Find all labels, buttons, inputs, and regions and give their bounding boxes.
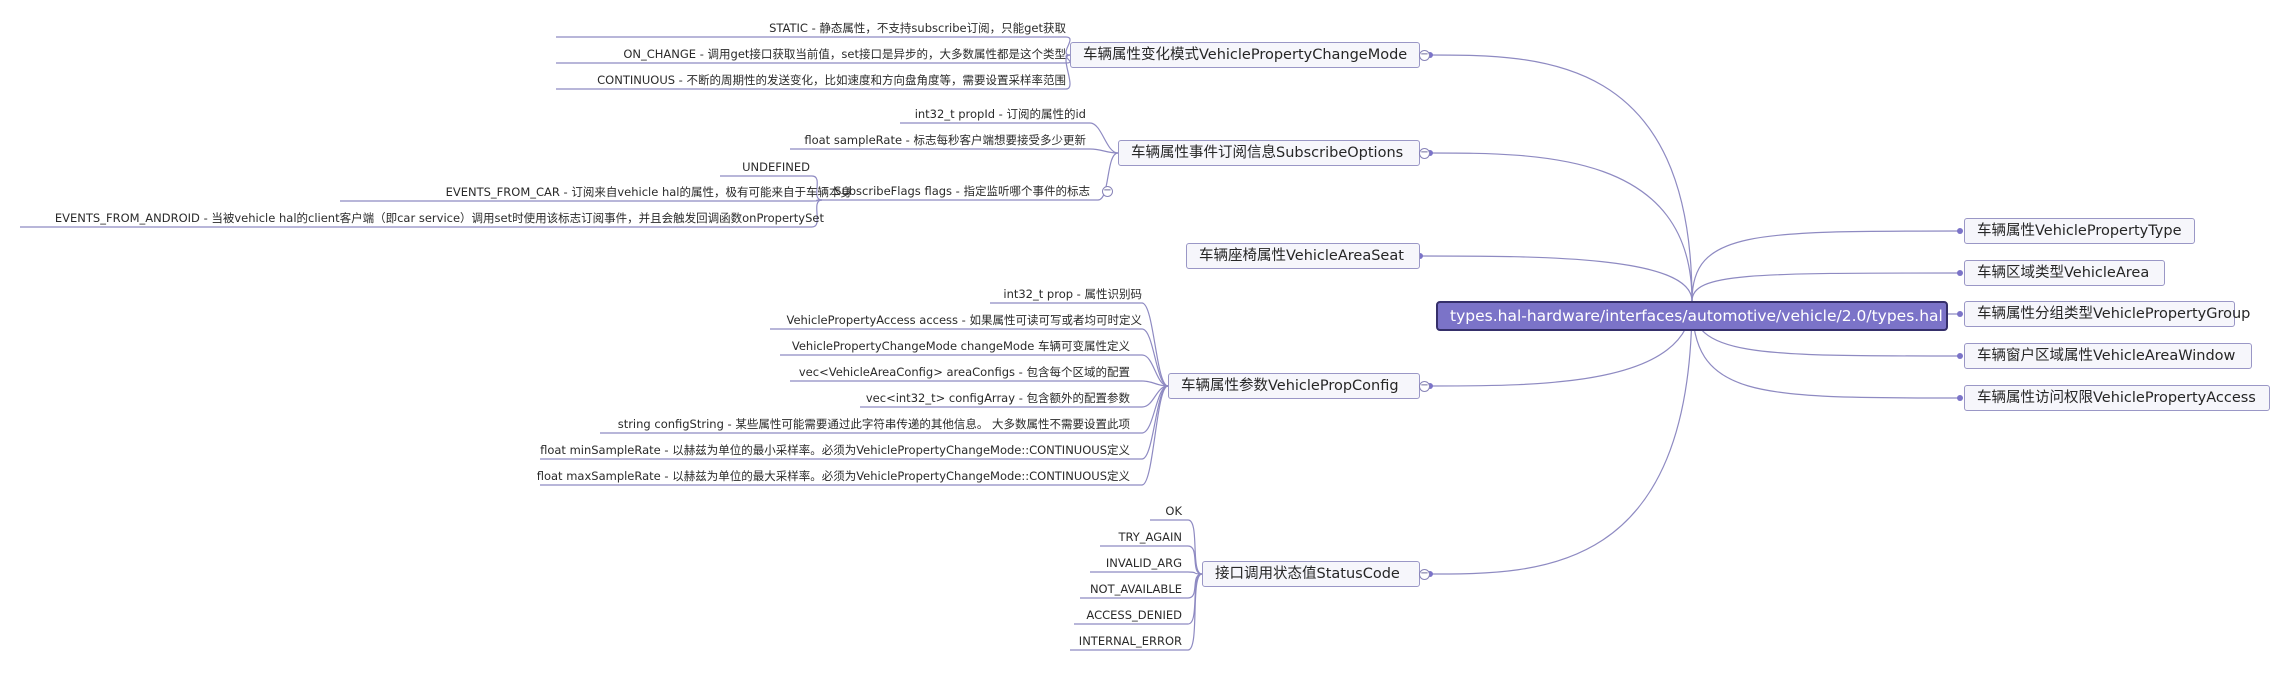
- branch-vehicle-area-seat[interactable]: 车辆座椅属性VehicleAreaSeat: [1186, 243, 1420, 269]
- leaf-underline: [540, 385, 1169, 486]
- branch-vehicle-area[interactable]: 车辆区域类型VehicleArea: [1964, 260, 2165, 286]
- link-root-right: [1691, 272, 1961, 302]
- branch-vehicle-prop-config[interactable]: 车辆属性参数VehiclePropConfig: [1168, 373, 1420, 399]
- leaf-underline: [770, 328, 1169, 387]
- link-dot: [1957, 228, 1963, 234]
- leaf-underline: [780, 354, 1169, 387]
- leaf-flag-events-from-android: EVENTS_FROM_ANDROID - 当被vehicle hal的clie…: [54, 211, 824, 225]
- collapse-icon[interactable]: −: [1419, 49, 1430, 61]
- branch-subscribe-options[interactable]: 车辆属性事件订阅信息SubscribeOptions: [1118, 140, 1420, 166]
- branch-vehicle-property-type[interactable]: 车辆属性VehiclePropertyType: [1964, 218, 2195, 244]
- leaf-subscribe-propid: int32_t propId - 订阅的属性的id: [914, 107, 1086, 121]
- collapse-icon[interactable]: −: [1419, 147, 1430, 159]
- leaf-underline: [1150, 519, 1203, 575]
- link-dot: [1957, 311, 1963, 317]
- branch-change-mode[interactable]: 车辆属性变化模式VehiclePropertyChangeMode: [1070, 42, 1420, 68]
- leaf-flag-undefined: UNDEFINED: [742, 160, 810, 174]
- leaf-status-invalid-arg: INVALID_ARG: [1105, 556, 1182, 570]
- link-dot: [1957, 353, 1963, 359]
- root-node[interactable]: types.hal-hardware/interfaces/automotive…: [1436, 301, 1948, 331]
- leaf-config-min-sample-rate: float minSampleRate - 以赫兹为单位的最小采样率。必须为Ve…: [540, 443, 1130, 457]
- leaf-config-access: VehiclePropertyAccess access - 如果属性可读可写或…: [786, 313, 1142, 327]
- collapse-icon[interactable]: −: [1419, 380, 1430, 392]
- leaf-config-change-mode: VehiclePropertyChangeMode changeMode 车辆可…: [791, 339, 1130, 353]
- leaf-config-config-array: vec<int32_t> configArray - 包含额外的配置参数: [865, 391, 1130, 405]
- leaf-underline: [790, 380, 1169, 387]
- leaf-config-prop: int32_t prop - 属性识别码: [1003, 287, 1142, 301]
- link-root-right: [1691, 300, 1961, 399]
- leaf-status-internal-error: INTERNAL_ERROR: [1078, 634, 1182, 648]
- link-root-left: [1429, 300, 1693, 575]
- leaf-underline: [556, 54, 1071, 90]
- leaf-underline: [1090, 571, 1203, 575]
- leaf-config-config-string: string configString - 某些属性可能需要通过此字符串传递的其…: [617, 417, 1130, 431]
- leaf-underline: [990, 302, 1169, 387]
- link-root-right: [1691, 230, 1961, 302]
- leaf-underline: [20, 199, 823, 228]
- leaf-status-try-again: TRY_AGAIN: [1118, 530, 1183, 544]
- leaf-status-access-denied: ACCESS_DENIED: [1086, 608, 1182, 622]
- branch-vehicle-property-group[interactable]: 车辆属性分组类型VehiclePropertyGroup: [1964, 301, 2250, 327]
- leaf-underline: [790, 148, 1119, 154]
- leaf-underline: [1100, 545, 1203, 575]
- leaf-underline: [900, 122, 1119, 154]
- branch-vehicle-area-window[interactable]: 车辆窗户区域属性VehicleAreaWindow: [1964, 343, 2252, 369]
- link-root-left: [1429, 54, 1693, 302]
- link-dot: [1957, 395, 1963, 401]
- leaf-change-mode-continuous: CONTINUOUS - 不断的周期性的发送变化，比如速度和方向盘角度等，需要设…: [597, 73, 1066, 87]
- link-root-left: [1429, 152, 1693, 302]
- leaf-underline: [1070, 573, 1203, 651]
- leaf-change-mode-static: STATIC - 静态属性，不支持subscribe订阅，只能get获取: [769, 21, 1066, 35]
- leaf-change-mode-on-change: ON_CHANGE - 调用get接口获取当前值，set接口是异步的，大多数属性…: [623, 47, 1066, 61]
- leaf-config-area-configs: vec<VehicleAreaConfig> areaConfigs - 包含每…: [798, 365, 1130, 379]
- leaf-config-max-sample-rate: float maxSampleRate - 以赫兹为单位的最大采样率。必须为Ve…: [536, 469, 1130, 483]
- link-root-left: [1419, 255, 1693, 302]
- leaf-underline: [820, 152, 1119, 201]
- collapse-icon[interactable]: −: [1102, 185, 1113, 197]
- leaf-subscribe-flags: SubscribeFlags flags - 指定监听哪个事件的标志: [834, 184, 1090, 198]
- leaf-subscribe-samplerate: float sampleRate - 标志每秒客户端想要接受多少更新: [804, 133, 1086, 147]
- branch-status-code[interactable]: 接口调用状态值StatusCode: [1202, 561, 1420, 587]
- leaf-status-not-available: NOT_AVAILABLE: [1089, 582, 1182, 596]
- leaf-status-ok: OK: [1165, 504, 1182, 518]
- collapse-icon[interactable]: −: [1419, 568, 1430, 580]
- branch-vehicle-property-access[interactable]: 车辆属性访问权限VehiclePropertyAccess: [1964, 385, 2270, 411]
- link-dot: [1957, 270, 1963, 276]
- leaf-underline: [340, 199, 823, 202]
- leaf-underline: [720, 175, 823, 201]
- leaf-underline: [556, 36, 1071, 56]
- leaf-flag-events-from-car: EVENTS_FROM_CAR - 订阅来自vehicle hal的属性，极有可…: [445, 185, 852, 199]
